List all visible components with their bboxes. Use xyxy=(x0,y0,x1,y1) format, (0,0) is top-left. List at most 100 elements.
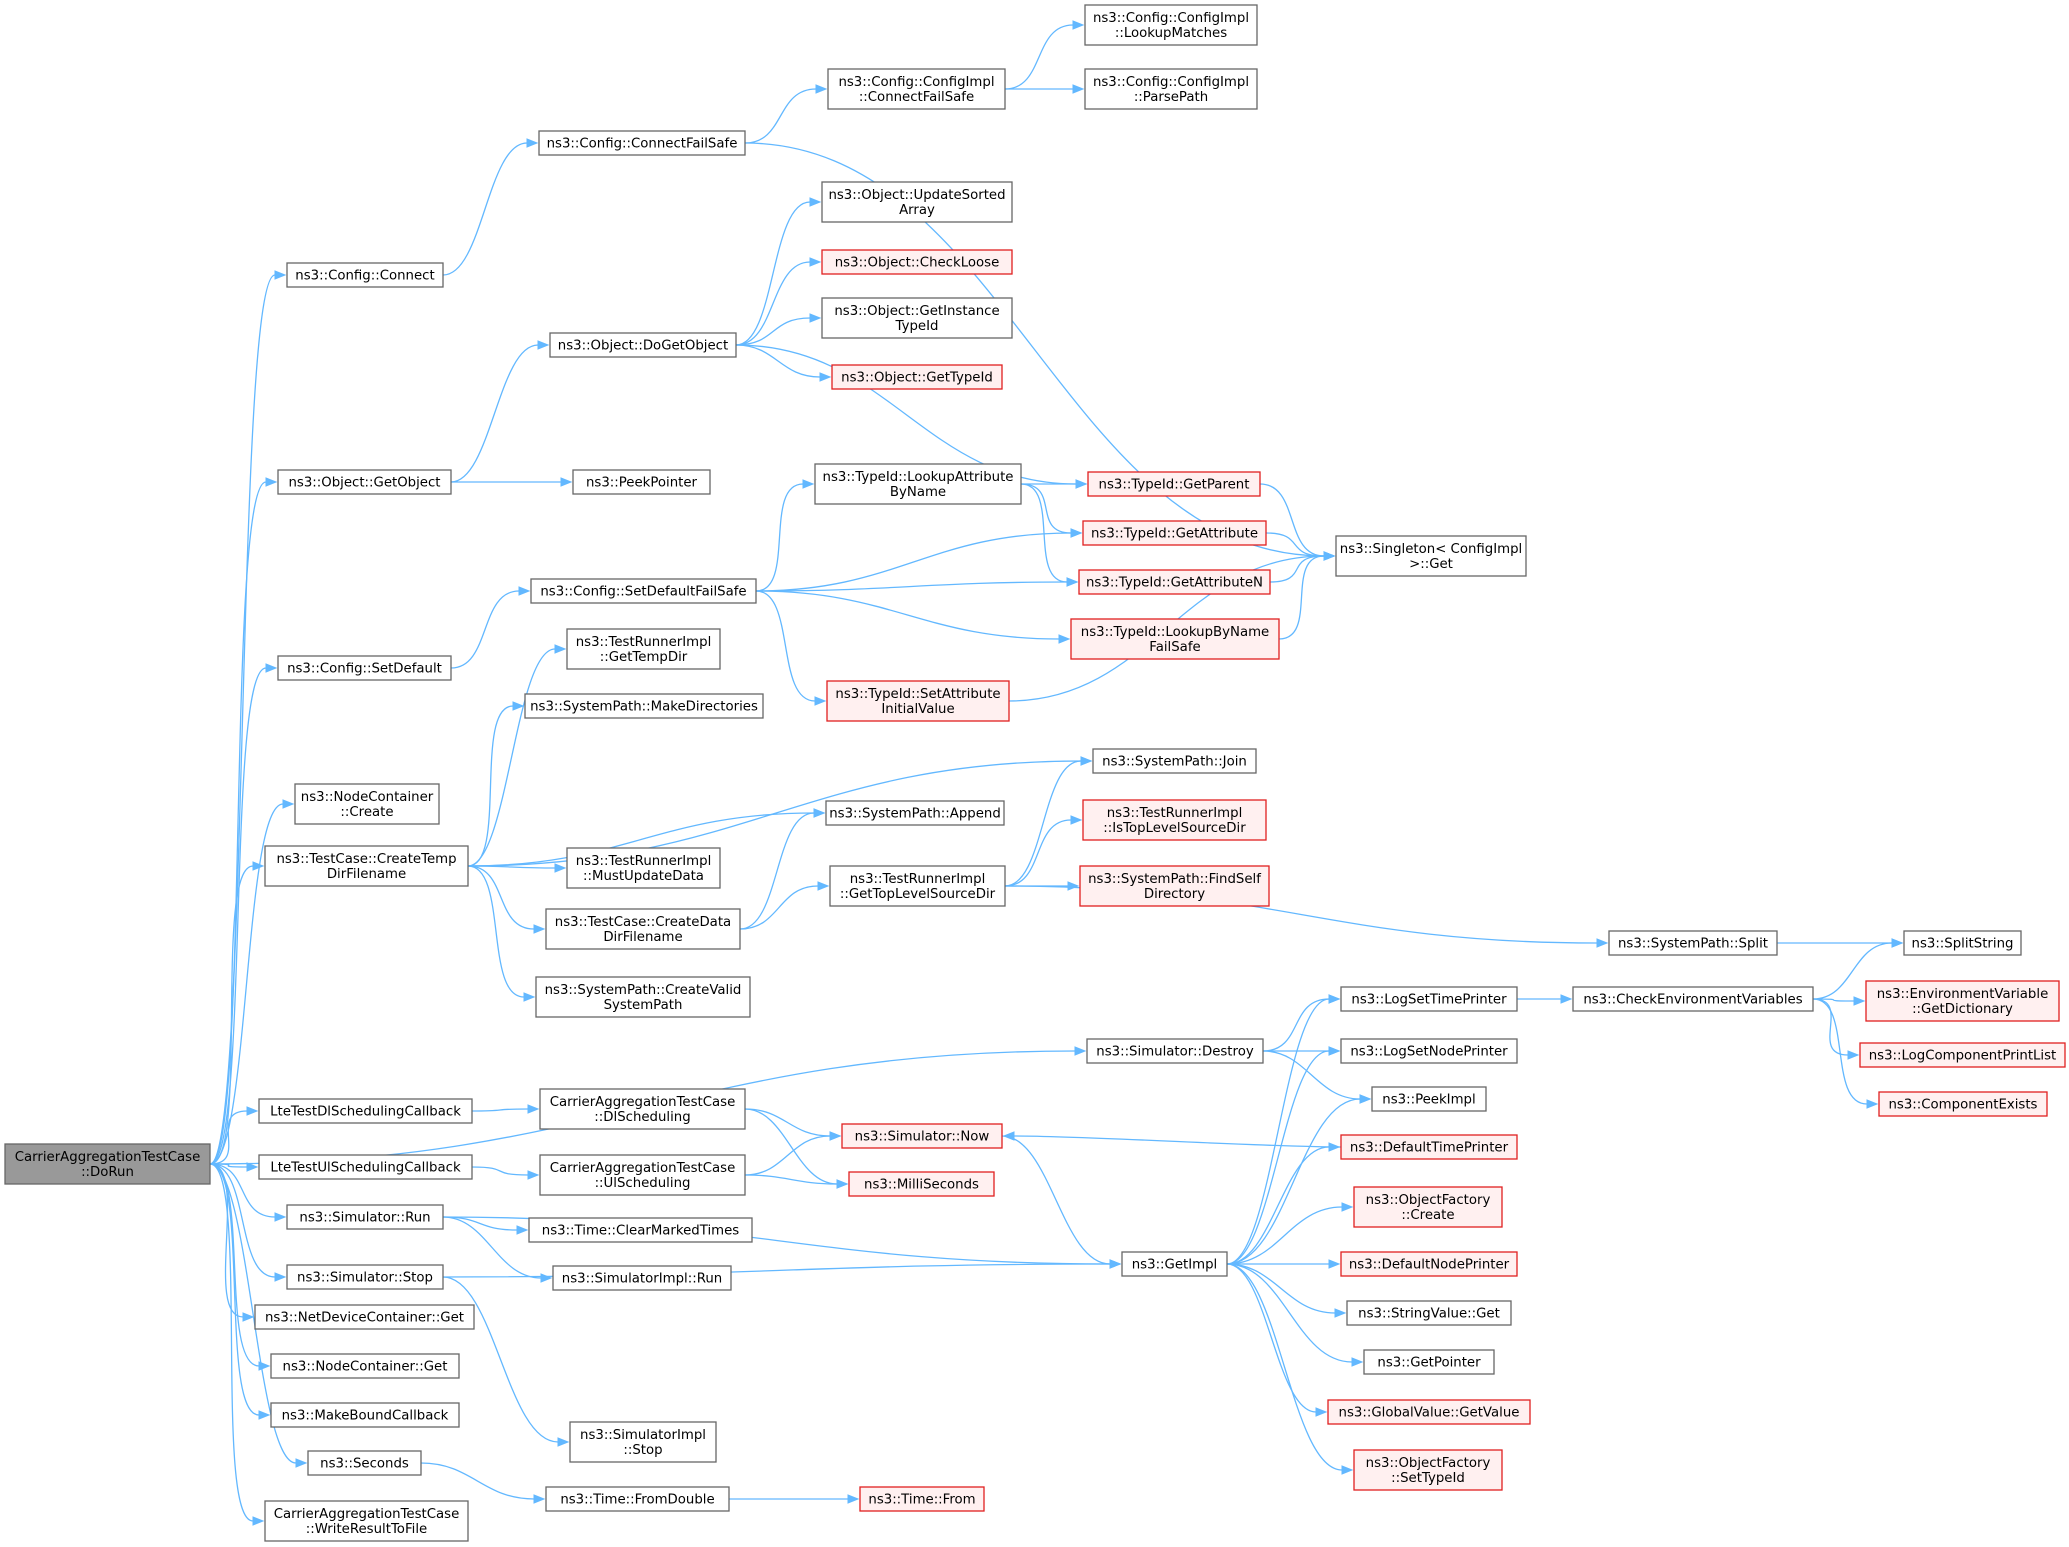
node-from-double[interactable]: ns3::Time::FromDouble xyxy=(545,1486,730,1512)
node-sp-append[interactable]: ns3::SystemPath::Append xyxy=(825,800,1005,826)
edge-arrowhead xyxy=(1058,634,1071,644)
node-cfg-connect-fs[interactable]: ns3::Config::ConnectFailSafe xyxy=(538,130,746,156)
node-comp-exists[interactable]: ns3::ComponentExists xyxy=(1878,1091,2048,1117)
node-nc-create[interactable]: ns3::NodeContainer::Create xyxy=(294,783,440,825)
node-car-dl[interactable]: CarrierAggregationTestCase::DlScheduling xyxy=(539,1088,746,1130)
node-of-create[interactable]: ns3::ObjectFactory::Create xyxy=(1353,1186,1503,1228)
node-set-def-fs[interactable]: ns3::Config::SetDefaultFailSafe xyxy=(530,578,757,604)
node-box xyxy=(545,1486,730,1512)
node-def-node-printer[interactable]: ns3::DefaultNodePrinter xyxy=(1340,1251,1518,1277)
node-def-time-printer[interactable]: ns3::DefaultTimePrinter xyxy=(1340,1134,1518,1160)
node-get-attribute-n[interactable]: ns3::TypeId::GetAttributeN xyxy=(1078,569,1271,595)
node-sp-split[interactable]: ns3::SystemPath::Split xyxy=(1608,930,1778,956)
node-make-bound[interactable]: ns3::MakeBoundCallback xyxy=(270,1402,460,1428)
node-box xyxy=(535,976,751,1018)
node-do-get-object[interactable]: ns3::Object::DoGetObject xyxy=(549,332,737,358)
node-check-loose[interactable]: ns3::Object::CheckLoose xyxy=(821,249,1013,275)
node-must-update[interactable]: ns3::TestRunnerImpl::MustUpdateData xyxy=(566,847,721,889)
node-sim-now[interactable]: ns3::Simulator::Now xyxy=(841,1123,1003,1149)
node-milli-seconds[interactable]: ns3::MilliSeconds xyxy=(848,1171,995,1197)
node-write-result[interactable]: CarrierAggregationTestCase::WriteResultT… xyxy=(264,1500,469,1542)
node-get-impl[interactable]: ns3::GetImpl xyxy=(1121,1251,1228,1277)
node-car-ul[interactable]: CarrierAggregationTestCase::UlScheduling xyxy=(539,1154,746,1196)
edge-seconds-to-from-double xyxy=(420,1462,535,1500)
node-box xyxy=(1572,986,1814,1012)
node-label-line: ns3::NodeContainer xyxy=(301,790,434,805)
node-get-pointer[interactable]: ns3::GetPointer xyxy=(1363,1349,1495,1375)
node-label-line: ns3::TestRunnerImpl xyxy=(576,635,712,650)
node-parse-path[interactable]: ns3::Config::ConfigImpl::ParsePath xyxy=(1084,68,1258,110)
node-singleton-get[interactable]: ns3::Singleton< ConfigImpl>::Get xyxy=(1335,535,1527,577)
node-obj-get-type-id[interactable]: ns3::Object::GetTypeId xyxy=(831,364,1003,390)
node-lookup-matches[interactable]: ns3::Config::ConfigImpl::LookupMatches xyxy=(1084,4,1258,46)
node-label-line: ns3::SplitString xyxy=(1912,937,2014,952)
edge-arrowhead xyxy=(1596,938,1609,948)
node-ndc-get[interactable]: ns3::NetDeviceContainer::Get xyxy=(254,1304,475,1330)
edge-arrowhead xyxy=(554,644,567,654)
node-label-line: ns3::TypeId::GetParent xyxy=(1099,478,1250,493)
node-peek-pointer[interactable]: ns3::PeekPointer xyxy=(572,469,711,495)
node-box xyxy=(1087,471,1261,497)
node-peek-impl[interactable]: ns3::PeekImpl xyxy=(1371,1086,1487,1112)
node-log-set-time[interactable]: ns3::LogSetTimePrinter xyxy=(1340,986,1518,1012)
node-box xyxy=(566,628,721,670)
node-label-line: ::WriteResultToFile xyxy=(306,1522,427,1537)
node-is-top-level[interactable]: ns3::TestRunnerImpl::IsTopLevelSourceDir xyxy=(1082,799,1267,841)
node-box xyxy=(1082,520,1267,546)
node-lte-ul[interactable]: LteTestUlSchedulingCallback xyxy=(258,1154,473,1180)
node-log-set-node[interactable]: ns3::LogSetNodePrinter xyxy=(1340,1038,1518,1064)
node-seconds[interactable]: ns3::Seconds xyxy=(307,1450,422,1476)
node-get-top-level[interactable]: ns3::TestRunnerImpl::GetTopLevelSourceDi… xyxy=(829,865,1006,907)
node-make-dirs[interactable]: ns3::SystemPath::MakeDirectories xyxy=(524,693,764,719)
node-label-line: ns3::MakeBoundCallback xyxy=(282,1409,449,1424)
node-box xyxy=(1371,1086,1487,1112)
node-split-string[interactable]: ns3::SplitString xyxy=(1903,930,2022,956)
node-time-from[interactable]: ns3::Time::From xyxy=(859,1486,985,1512)
edge-arrowhead xyxy=(1328,1046,1341,1056)
node-sim-destroy[interactable]: ns3::Simulator::Destroy xyxy=(1086,1038,1264,1064)
node-log-comp-print[interactable]: ns3::LogComponentPrintList xyxy=(1859,1042,2066,1068)
edge-get-impl-to-of-create xyxy=(1226,1206,1343,1265)
node-cfg-connect[interactable]: ns3::Config::Connect xyxy=(286,262,444,288)
node-sim-impl-stop[interactable]: ns3::SimulatorImpl::Stop xyxy=(569,1421,717,1463)
node-sim-run[interactable]: ns3::Simulator::Run xyxy=(286,1204,444,1230)
node-sp-join[interactable]: ns3::SystemPath::Join xyxy=(1092,748,1257,774)
node-label-line: ns3::GetPointer xyxy=(1377,1356,1481,1371)
node-get-attribute[interactable]: ns3::TypeId::GetAttribute xyxy=(1082,520,1267,546)
node-impl-connect-fs[interactable]: ns3::Config::ConfigImpl::ConnectFailSafe xyxy=(827,68,1006,110)
node-of-set-type-id[interactable]: ns3::ObjectFactory::SetTypeId xyxy=(1353,1449,1503,1491)
node-get-temp-dir[interactable]: ns3::TestRunnerImpl::GetTempDir xyxy=(566,628,721,670)
node-env-get-dict[interactable]: ns3::EnvironmentVariable::GetDictionary xyxy=(1865,980,2060,1022)
node-sim-stop[interactable]: ns3::Simulator::Stop xyxy=(286,1264,444,1290)
node-label-line: ns3::TestCase::CreateTemp xyxy=(276,852,456,867)
edge-arrowhead xyxy=(533,924,546,934)
node-clear-marked[interactable]: ns3::Time::ClearMarkedTimes xyxy=(528,1217,753,1243)
node-sim-impl-run[interactable]: ns3::SimulatorImpl::Run xyxy=(552,1265,732,1291)
node-do-run[interactable]: CarrierAggregationTestCase::DoRun xyxy=(4,1143,211,1185)
edges-layer xyxy=(209,20,1904,1526)
node-get-object[interactable]: ns3::Object::GetObject xyxy=(277,469,452,495)
node-label-line: LteTestUlSchedulingCallback xyxy=(270,1161,461,1176)
node-box xyxy=(821,249,1013,275)
node-get-parent[interactable]: ns3::TypeId::GetParent xyxy=(1087,471,1261,497)
node-lte-dl[interactable]: LteTestDlSchedulingCallback xyxy=(258,1098,473,1124)
node-set-default[interactable]: ns3::Config::SetDefault xyxy=(277,655,452,681)
edge-arrowhead xyxy=(802,479,815,489)
edge-car-ul-to-sim-now xyxy=(744,1135,831,1176)
edge-create-temp-to-must-update xyxy=(467,865,556,869)
node-label-line: ns3::Config::ConfigImpl xyxy=(838,75,994,90)
node-check-env[interactable]: ns3::CheckEnvironmentVariables xyxy=(1572,986,1814,1012)
node-nc-get[interactable]: ns3::NodeContainer::Get xyxy=(270,1353,460,1379)
node-label-line: ns3::ComponentExists xyxy=(1888,1098,2037,1113)
node-gv-get-value[interactable]: ns3::GlobalValue::GetValue xyxy=(1327,1399,1531,1425)
node-sv-get[interactable]: ns3::StringValue::Get xyxy=(1346,1300,1512,1326)
